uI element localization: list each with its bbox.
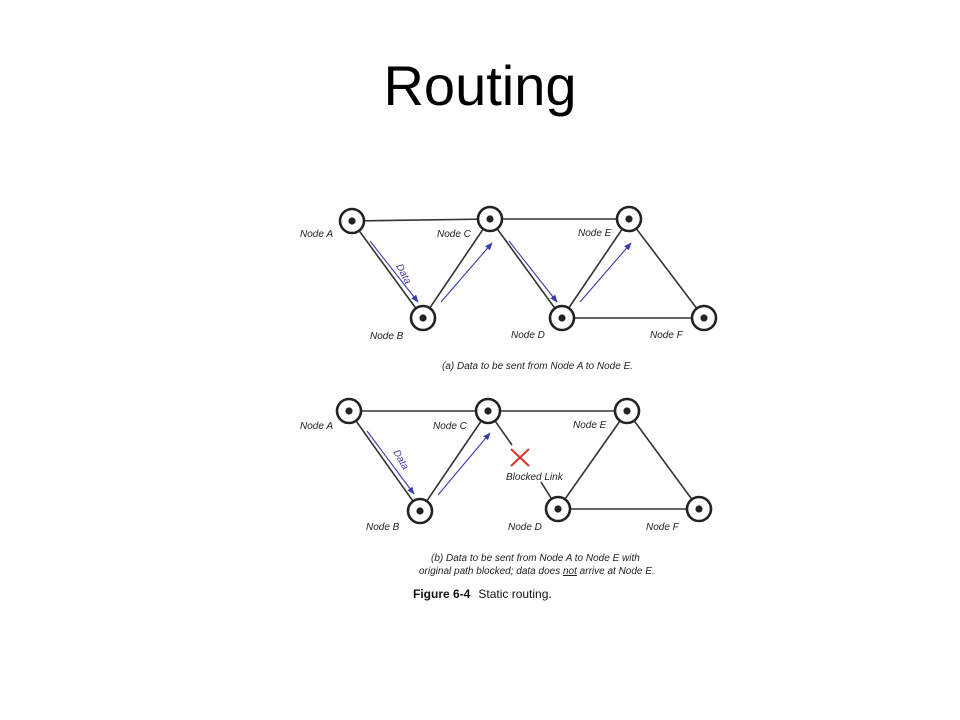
link-e-f	[626, 410, 700, 510]
node-c-label: Node C	[437, 229, 472, 240]
node-d-label: Node D	[511, 330, 545, 341]
caption-b-line2: original path blocked; data does not arr…	[419, 566, 655, 577]
caption-b-line2-emphasis: not	[563, 566, 578, 577]
figure-title: Static routing.	[478, 587, 551, 601]
node-c-label: Node C	[433, 421, 468, 432]
node-b-icon	[409, 304, 437, 332]
node-f-label: Node F	[650, 330, 684, 341]
figure-number: Figure 6-4	[413, 587, 471, 601]
blocked-link-label: Blocked Link	[506, 472, 564, 483]
caption-a: (a) Data to be sent from Node A to Node …	[442, 361, 633, 372]
caption-b-line1: (b) Data to be sent from Node A to Node …	[431, 553, 640, 564]
caption-b-line2-pre: original path blocked; data does	[419, 566, 563, 577]
node-f-label: Node F	[646, 522, 680, 533]
link-a-c	[351, 218, 491, 222]
data-arrow-b-c	[440, 242, 493, 303]
diagram-b: Blocked Link Data Node A Node C Node E N…	[300, 397, 713, 577]
caption-b-line2-post: arrive at Node E.	[577, 566, 655, 577]
diagram-a: Data Node A Node C Node E Node B Node D …	[300, 205, 718, 372]
link-a-b	[351, 220, 424, 319]
node-f-icon	[690, 304, 718, 332]
link-e-f	[628, 218, 705, 319]
node-d-label: Node D	[508, 522, 542, 533]
node-a-icon	[338, 207, 366, 235]
node-e-icon	[615, 205, 643, 233]
link-c-d	[489, 218, 563, 319]
node-a-icon	[335, 397, 363, 425]
data-arrow-b-c	[437, 432, 491, 496]
node-a-label: Node A	[300, 421, 333, 432]
node-b-icon	[406, 497, 434, 525]
node-d-icon	[548, 304, 576, 332]
link-b-c	[422, 218, 491, 319]
data-label: Data	[390, 448, 410, 472]
node-a-label: Node A	[300, 229, 333, 240]
link-a-b	[348, 410, 421, 512]
link-d-e	[557, 410, 628, 510]
data-arrow-d-e	[579, 242, 632, 303]
node-e-label: Node E	[573, 420, 607, 431]
link-d-e	[561, 218, 630, 319]
node-f-icon	[685, 495, 713, 523]
figure-caption: Figure 6-4 Static routing.	[413, 587, 552, 601]
node-e-label: Node E	[578, 228, 612, 239]
node-c-icon	[476, 205, 504, 233]
node-b-label: Node B	[370, 331, 404, 342]
node-e-icon	[613, 397, 641, 425]
slide-title: Routing	[383, 54, 577, 117]
node-d-icon	[544, 495, 572, 523]
data-arrow-a-b	[369, 240, 419, 303]
blocked-x-icon	[510, 448, 530, 467]
link-b-c	[419, 410, 489, 512]
node-c-icon	[474, 397, 502, 425]
node-b-label: Node B	[366, 522, 400, 533]
data-arrow-a-b	[366, 430, 415, 495]
data-arrow-c-d	[508, 240, 558, 303]
